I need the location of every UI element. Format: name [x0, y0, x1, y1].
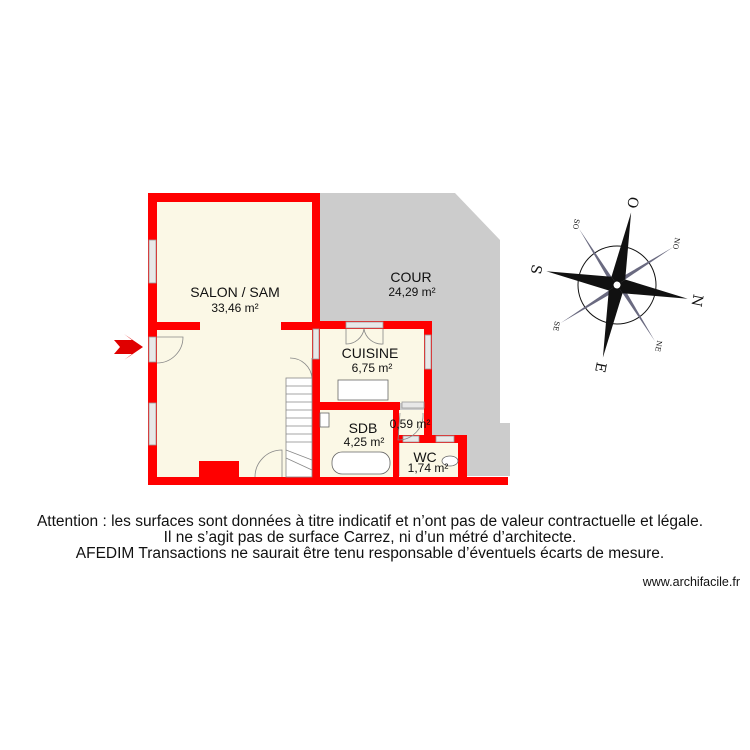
stair-steps — [285, 385, 313, 471]
room-name-cour: COUR — [390, 269, 431, 285]
entrance-arrow-icon — [114, 334, 143, 360]
compass-o: O — [623, 195, 641, 209]
room-area-sdb: 4,25 m² — [344, 435, 385, 449]
compass-ne: NE — [653, 340, 663, 353]
compass-s: S — [527, 263, 545, 275]
room-name-wc: WC — [413, 449, 436, 465]
compass-n: N — [687, 293, 705, 308]
fixtures — [319, 379, 459, 475]
kitchen-counter — [337, 379, 389, 401]
room-name-salon: SALON / SAM — [190, 284, 279, 300]
compass-no: NO — [671, 237, 681, 250]
bathtub — [331, 451, 391, 475]
windows — [148, 239, 455, 446]
compass-e: E — [591, 361, 609, 374]
room-area-salon: 33,46 m² — [211, 301, 258, 315]
disclaimer-line-1: Attention : les surfaces sont données à … — [36, 513, 704, 530]
compass-se: SE — [551, 320, 561, 331]
room-area-cuisine: 6,75 m² — [352, 361, 393, 375]
room-name-cuisine: CUISINE — [342, 345, 399, 361]
staircase — [285, 377, 313, 478]
toilet — [441, 455, 459, 467]
door-swings — [156, 328, 424, 478]
bathroom-sink — [319, 412, 330, 428]
disclaimer-line-3: AFEDIM Transactions ne saurait être tenu… — [75, 545, 665, 562]
compass-so: SO — [571, 218, 581, 230]
compass-rose: N S O E NO SO NE SE — [527, 195, 706, 374]
room-area-closet: 0,59 m² — [390, 417, 431, 431]
room-name-sdb: SDB — [349, 420, 378, 436]
room-area-cour: 24,29 m² — [388, 285, 435, 299]
disclaimer-line-2: Il ne s’agit pas de surface Carrez, ni d… — [163, 529, 577, 546]
room-area-wc: 1,74 m² — [408, 461, 449, 475]
website-link[interactable]: www.archifacile.fr — [642, 575, 740, 589]
